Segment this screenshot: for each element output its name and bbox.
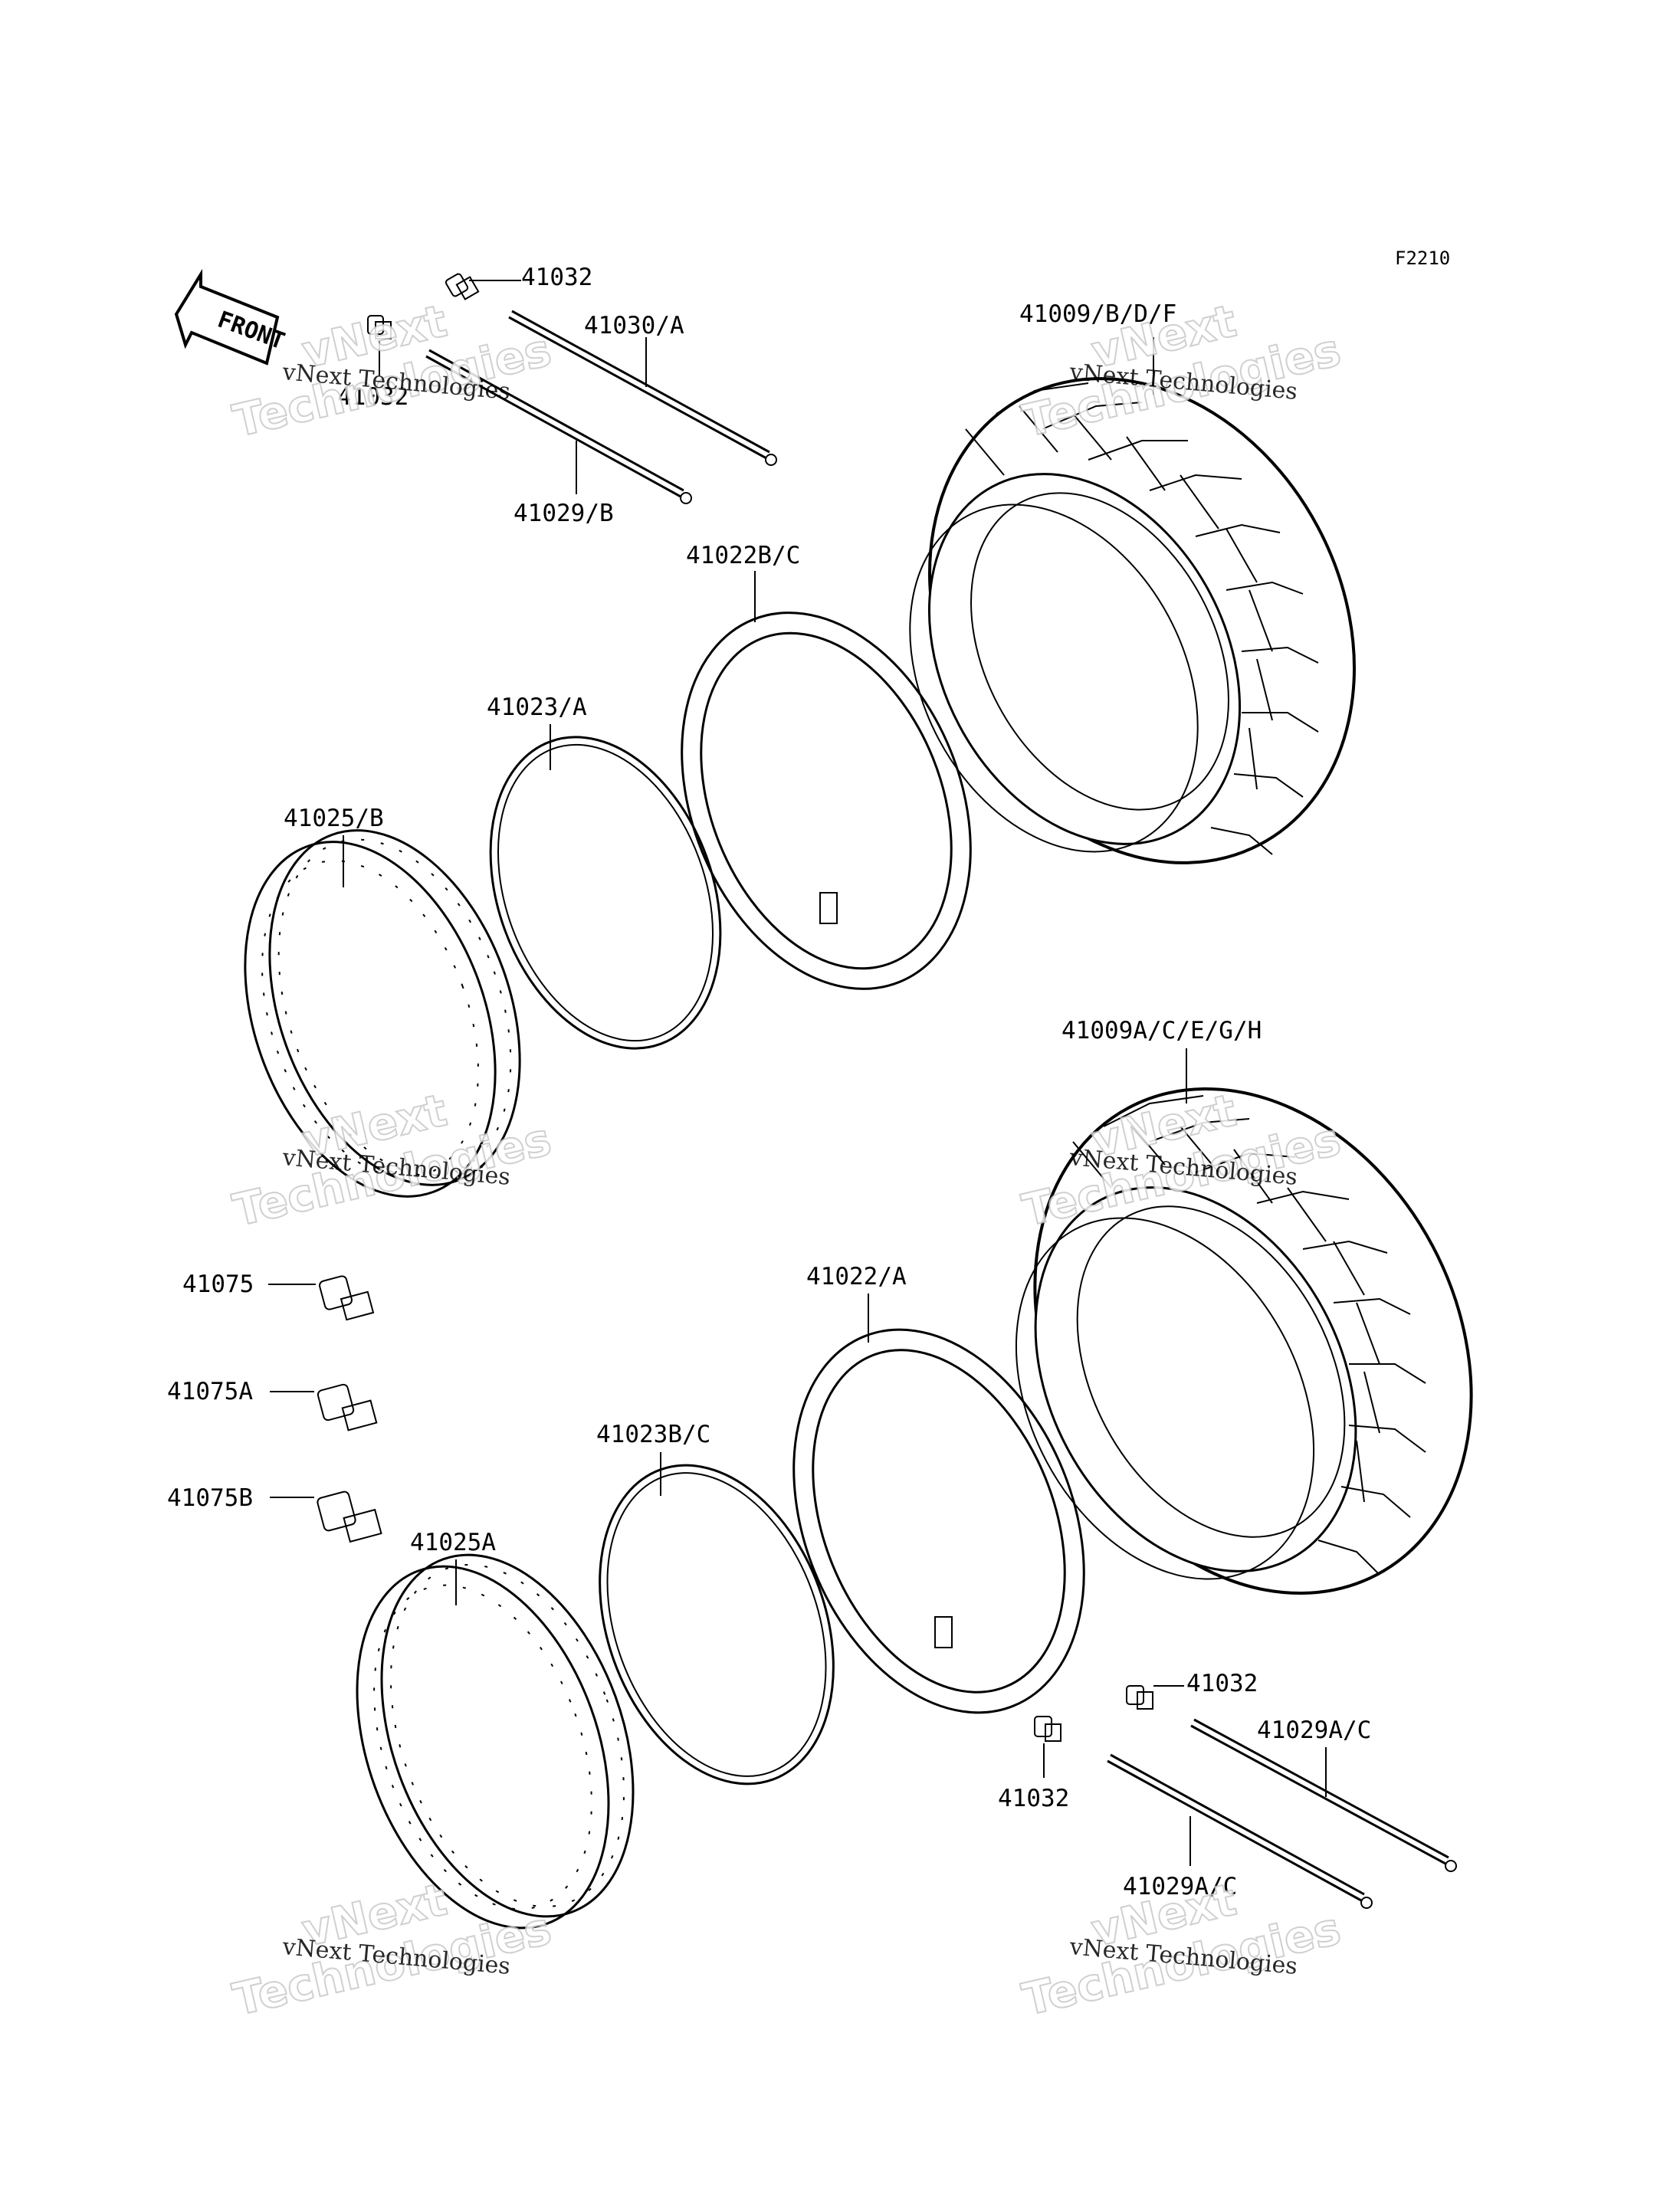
label-41023a: 41023/A — [487, 694, 587, 721]
inner-tube-lower — [792, 1328, 1085, 1714]
diagram-code: F2210 — [1395, 248, 1450, 269]
label-41022a: 41022/A — [806, 1263, 907, 1290]
rim-upper — [244, 829, 521, 1198]
rim-band-upper — [489, 736, 722, 1050]
front-arrow-icon: FRONT — [174, 268, 288, 366]
label-41025a: 41025A — [410, 1529, 496, 1556]
weight-bar-41029ac-lower — [1107, 1753, 1373, 1909]
valve-41075 — [319, 1275, 375, 1321]
label-41075b: 41075B — [167, 1484, 253, 1512]
label-41009-upper: 41009/B/D/F — [1019, 300, 1176, 328]
valve-41032-second — [367, 315, 392, 339]
label-41032-bottom-right: 41032 — [1186, 1670, 1258, 1697]
label-41029ac-upper: 41029A/C — [1257, 1717, 1371, 1744]
valve-41032-bottom-right — [1126, 1685, 1153, 1710]
label-41025b: 41025/B — [284, 805, 384, 832]
label-41075a: 41075A — [167, 1378, 253, 1405]
label-41030: 41030/A — [584, 312, 684, 339]
label-41022bc: 41022B/C — [686, 542, 800, 569]
label-41032-second: 41032 — [337, 383, 409, 411]
weight-bar-41029 — [425, 349, 692, 504]
valve-41075b — [317, 1490, 382, 1543]
tire-upper — [909, 377, 1356, 864]
label-41032-bottom: 41032 — [998, 1785, 1069, 1812]
weight-bar-41029ac-upper — [1190, 1718, 1457, 1872]
label-41029ac-lower: 41029A/C — [1123, 1873, 1237, 1900]
label-41075: 41075 — [182, 1271, 254, 1298]
label-41029b: 41029/B — [514, 500, 614, 527]
valve-41032-top — [445, 273, 480, 300]
tube-valve-upper — [819, 892, 838, 924]
weight-bar-41030 — [508, 310, 777, 466]
label-41032-top: 41032 — [521, 264, 592, 291]
inner-tube-upper — [681, 612, 972, 990]
valve-41032-bottom — [1034, 1716, 1061, 1742]
label-41023bc: 41023B/C — [596, 1421, 710, 1448]
rim-lower — [356, 1553, 635, 1930]
tube-valve-lower — [934, 1616, 953, 1648]
label-41009-lower: 41009A/C/E/G/H — [1061, 1017, 1262, 1044]
tire-lower — [1015, 1087, 1473, 1595]
valve-41075a — [317, 1383, 378, 1431]
